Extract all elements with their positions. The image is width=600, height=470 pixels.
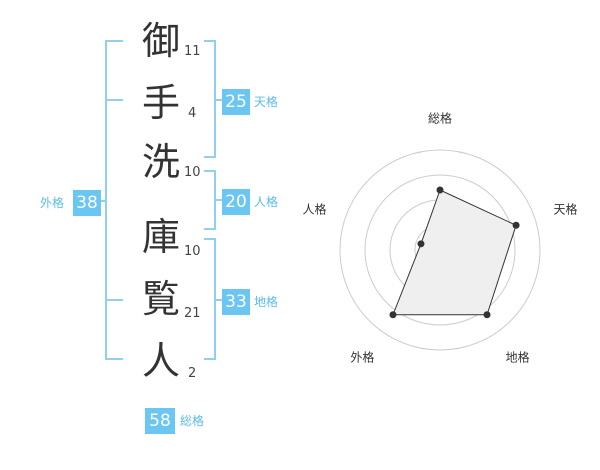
radar-point-1 — [512, 221, 520, 229]
jinkaku-label: 人格 — [254, 195, 279, 209]
kanji-2: 手 — [141, 81, 180, 125]
radar-axis-label-1: 天格 — [553, 202, 578, 217]
gaikaku-bracket-tick-1 — [105, 99, 123, 101]
tenkaku-label: 天格 — [254, 95, 279, 109]
radar-axis-label-0: 総格 — [427, 111, 453, 126]
tenkaku-bracket-tick — [216, 99, 222, 101]
kanji-1: 御 — [141, 19, 180, 63]
gaikaku-bracket — [105, 40, 123, 360]
jinkaku-bracket — [204, 170, 216, 230]
tenkaku-badge: 25 — [222, 89, 250, 115]
stroke-count-5: 21 — [184, 306, 201, 321]
soukaku-badge: 58 — [145, 408, 175, 434]
kanji-5: 覧 — [141, 277, 180, 321]
radar-ring-4 — [339, 149, 541, 351]
kanji-4: 庫 — [141, 215, 180, 259]
chikaku-bracket — [204, 238, 216, 360]
radar-ring-3 — [364, 174, 516, 326]
soukaku-label: 総格 — [180, 414, 205, 428]
stroke-count-3: 10 — [184, 165, 201, 180]
radar-axis-label-2: 地格 — [505, 350, 530, 365]
stroke-count-6: 2 — [188, 366, 197, 381]
radar-point-2 — [483, 311, 491, 319]
stroke-count-1: 11 — [184, 44, 201, 59]
jinkaku-badge: 20 — [222, 189, 250, 215]
chikaku-badge: 33 — [222, 289, 250, 315]
chikaku-bracket-tick — [216, 299, 222, 301]
radar-point-3 — [389, 311, 397, 319]
radar-point-4 — [417, 240, 425, 248]
gaikaku-label: 外格 — [40, 196, 65, 210]
kanji-3: 洗 — [141, 140, 180, 184]
kanji-6: 人 — [141, 339, 180, 383]
jinkaku-bracket-tick — [216, 199, 222, 201]
tenkaku-bracket — [204, 40, 216, 158]
radar-point-0 — [436, 186, 444, 194]
gaikaku-bracket-tick-mid — [99, 200, 105, 202]
stroke-count-4: 10 — [184, 244, 201, 259]
chikaku-label: 地格 — [254, 295, 279, 309]
radar-points — [389, 186, 520, 319]
gaikaku-bracket-tick-2 — [105, 299, 123, 301]
radar-axis-label-3: 外格 — [350, 350, 375, 365]
radar-polygon — [392, 189, 517, 316]
stroke-count-2: 4 — [188, 106, 197, 121]
gaikaku-badge: 38 — [73, 190, 101, 216]
radar-axis-label-4: 人格 — [302, 202, 327, 217]
